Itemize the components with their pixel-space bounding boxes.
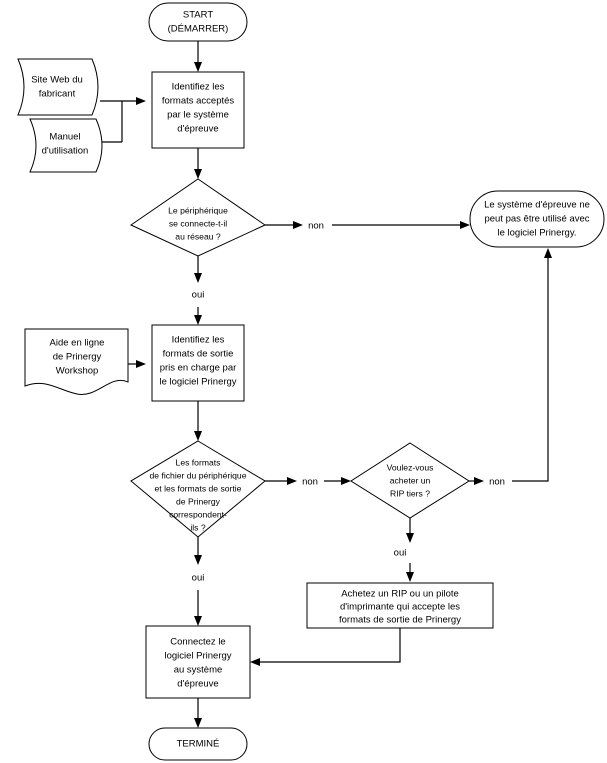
node-decision-reseau-line-1: se connecte-t-il: [169, 218, 227, 228]
node-doc-aide-en-ligne[interactable]: Aide en ligne de Prinergy Workshop: [24, 328, 129, 395]
node-decision-formats-line-0: Les formats: [176, 457, 221, 467]
node-identifiez-sortie[interactable]: Identifiez les formats de sortie pris en…: [151, 324, 245, 402]
node-start-line-1: (DÉMARRER): [168, 24, 229, 35]
node-decision-rip-line-2: RIP tiers ?: [390, 488, 430, 498]
node-terminator-non-utilisable-line-0: Le système d'épreuve ne: [484, 200, 590, 211]
node-doc-manuel[interactable]: Manuel d'utilisation: [29, 118, 103, 173]
node-connectez-line-2: au système: [174, 665, 223, 676]
edge-label-layer: non oui non non oui oui: [192, 221, 505, 584]
edge-decision-reseau-oui: [194, 256, 202, 325]
edge-decision-formats-non: [265, 477, 351, 485]
connector-layer: [100, 41, 552, 728]
node-doc-aide-en-ligne-line-0: Aide en ligne: [50, 338, 105, 349]
edge-decision-formats-oui: [194, 537, 202, 626]
edge-label-oui-formats: oui: [192, 573, 205, 584]
node-decision-formats-line-2: et les formats de sortie: [155, 483, 242, 493]
node-decision-reseau-line-0: Le périphérique: [168, 205, 228, 215]
node-terminator-non-utilisable-line-2: le logiciel Prinergy.: [497, 228, 576, 239]
node-decision-formats-line-4: correspondent-: [169, 509, 227, 519]
node-start-line-0: START: [183, 10, 213, 21]
node-doc-aide-en-ligne-line-2: Workshop: [56, 366, 99, 377]
node-achetez-rip-line-1: d'imprimante qui accepte les: [340, 602, 460, 613]
node-connectez-line-3: d'épreuve: [177, 679, 218, 690]
node-identifiez-formats-line-1: formats acceptés: [162, 96, 235, 107]
edge-label-oui-rip: oui: [394, 548, 407, 559]
node-decision-reseau[interactable]: Le périphérique se connecte-t-il au rése…: [129, 178, 267, 257]
node-terminator-non-utilisable-line-1: peut pas être utilisé avec: [484, 214, 589, 225]
node-doc-aide-en-ligne-line-1: de Prinergy: [53, 352, 102, 363]
edge-identifiez-formats-to-decision-reseau: [194, 148, 202, 179]
node-end-line-0: TERMINÉ: [177, 739, 220, 750]
node-end[interactable]: TERMINÉ: [148, 727, 248, 761]
node-achetez-rip[interactable]: Achetez un RIP ou un pilote d'imprimante…: [306, 582, 494, 629]
edge-connectez-to-end: [194, 698, 202, 728]
node-connectez-prinergy[interactable]: Connectez le logiciel Prinergy au systèm…: [145, 625, 251, 699]
node-start[interactable]: START (DÉMARRER): [148, 2, 248, 42]
edge-start-to-identifiez-formats: [194, 41, 202, 72]
node-identifiez-formats-line-0: Identifiez les: [172, 82, 225, 93]
node-decision-reseau-line-2: au réseau ?: [175, 231, 221, 241]
node-doc-manuel-line-0: Manuel: [49, 132, 80, 143]
node-connectez-line-1: logiciel Prinergy: [164, 651, 231, 662]
node-doc-site-web[interactable]: Site Web du fabricant: [17, 58, 99, 116]
node-doc-site-web-line-1: fabricant: [39, 89, 76, 100]
node-identifiez-sortie-line-0: Identifiez les: [172, 335, 225, 346]
node-decision-formats-line-1: de fichier du périphérique: [150, 470, 247, 480]
node-terminator-non-utilisable[interactable]: Le système d'épreuve ne peut pas être ut…: [469, 190, 605, 248]
edge-decision-rip-non: [469, 248, 552, 485]
node-connectez-line-0: Connectez le: [170, 637, 225, 648]
node-identifiez-sortie-line-3: le logiciel Prinergy: [159, 377, 236, 388]
node-achetez-rip-line-2: formats de sortie de Prinergy: [339, 615, 461, 626]
node-decision-rip-line-1: acheter un: [390, 475, 431, 485]
node-decision-rip-tiers[interactable]: Voulez-vous acheter un RIP tiers ?: [350, 442, 470, 519]
node-identifiez-sortie-line-2: pris en charge par: [160, 363, 237, 374]
node-decision-formats-correspondent[interactable]: Les formats de fichier du périphérique e…: [130, 440, 266, 538]
node-decision-formats-line-5: ils ?: [190, 522, 206, 532]
node-decision-rip-line-0: Voulez-vous: [387, 462, 434, 472]
edge-documents-to-identifiez-formats: [100, 97, 146, 143]
node-identifiez-sortie-line-1: formats de sortie: [163, 349, 234, 360]
node-identifiez-formats[interactable]: Identifiez les formats acceptés par le s…: [151, 71, 245, 149]
node-identifiez-formats-line-3: d'épreuve: [177, 124, 218, 135]
edge-label-non-rip: non: [489, 477, 505, 488]
edge-label-oui-reseau: oui: [192, 290, 205, 301]
edge-identifiez-sortie-to-decision-formats: [194, 401, 202, 441]
edge-decision-rip-oui: [406, 518, 414, 582]
node-achetez-rip-line-0: Achetez un RIP ou un pilote: [341, 589, 459, 600]
node-identifiez-formats-line-2: par le système: [167, 110, 229, 121]
edge-aide-to-identifiez-sortie: [128, 360, 146, 368]
node-decision-formats-line-3: de Prinergy: [176, 496, 221, 506]
edge-label-non-formats: non: [302, 477, 318, 488]
node-doc-site-web-line-0: Site Web du: [31, 75, 83, 86]
node-doc-manuel-line-1: d'utilisation: [42, 146, 89, 157]
edge-achetez-to-connectez: [250, 628, 401, 666]
edge-label-non-reseau: non: [308, 221, 324, 232]
edge-decision-reseau-non: [265, 221, 470, 229]
